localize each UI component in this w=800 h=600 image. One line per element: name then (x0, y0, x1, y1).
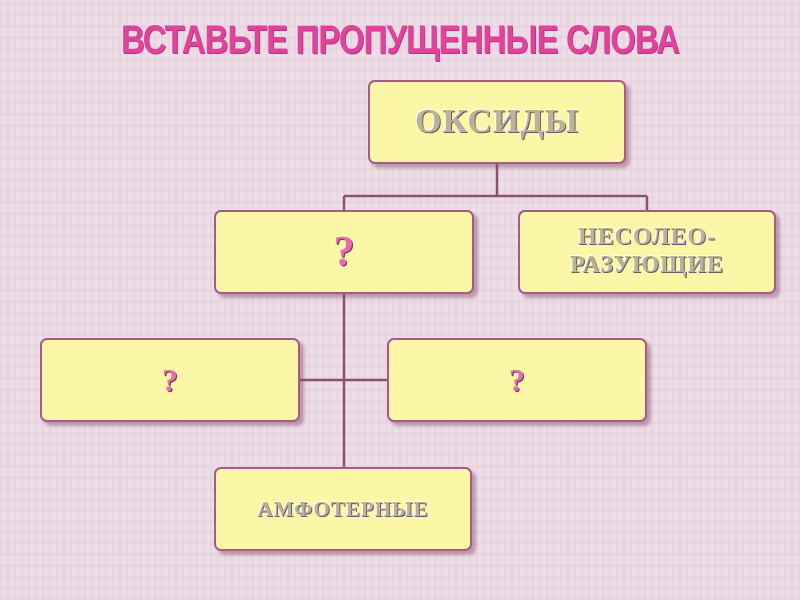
node-amphoteric-label: АМФОТЕРНЫЕ (257, 496, 429, 521)
node-acidic-blank[interactable]: ? (387, 338, 647, 422)
node-amphoteric: АМФОТЕРНЫЕ (214, 467, 472, 551)
node-non-salt-forming: НЕСОЛЕО- РАЗУЮЩИЕ (518, 210, 776, 294)
question-mark: ? (509, 361, 525, 398)
question-mark: ? (333, 229, 355, 275)
node-salt-forming-blank[interactable]: ? (214, 210, 474, 294)
question-mark: ? (162, 361, 178, 398)
node-basic-blank[interactable]: ? (40, 338, 300, 422)
node-oxides-label: ОКСИДЫ (414, 103, 580, 141)
node-oxides: ОКСИДЫ (368, 80, 626, 164)
page-title: ВСТАВЬТЕ ПРОПУЩЕННЫЕ СЛОВА (120, 18, 680, 62)
node-non-salt-forming-label: НЕСОЛЕО- РАЗУЮЩИЕ (569, 224, 725, 278)
